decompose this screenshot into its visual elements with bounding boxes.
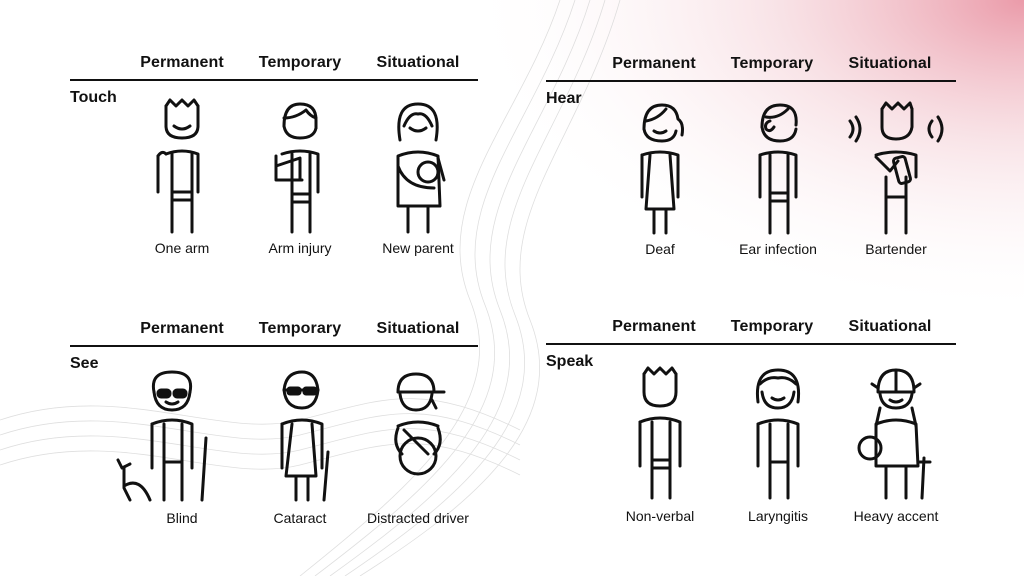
person-non-verbal-icon <box>600 362 720 502</box>
row-label-speak: Speak <box>546 353 594 370</box>
column-header-temporary: Temporary <box>258 320 342 337</box>
quadrant-see: Permanent Temporary Situational See Blin… <box>70 320 490 560</box>
caption-ear-infection: Ear infection <box>739 241 817 257</box>
person-deaf-icon <box>600 97 720 237</box>
caption-arm-injury: Arm injury <box>268 240 332 256</box>
quadrant-hear: Permanent Temporary Situational Hear Dea… <box>546 55 966 295</box>
column-header-temporary: Temporary <box>730 318 814 335</box>
header-rule <box>70 345 478 347</box>
caption-cataract: Cataract <box>273 510 327 526</box>
person-one-arm-icon <box>122 96 242 236</box>
caption-non-verbal: Non-verbal <box>625 508 695 524</box>
column-header-permanent: Permanent <box>140 320 224 337</box>
caption-bartender: Bartender <box>865 241 927 257</box>
caption-blind: Blind <box>166 510 198 526</box>
quadrant-touch: Permanent Temporary Situational Touch On… <box>70 54 490 294</box>
person-arm-sling-icon <box>240 96 360 236</box>
caption-distracted-driver: Distracted driver <box>367 510 469 526</box>
person-cataract-cane-icon <box>240 364 360 504</box>
person-holding-baby-icon <box>358 96 478 236</box>
person-ear-infection-icon <box>718 97 838 237</box>
person-bartender-noise-icon <box>836 97 956 237</box>
header-rule <box>546 80 956 82</box>
column-header-situational: Situational <box>376 320 460 337</box>
column-header-situational: Situational <box>848 318 932 335</box>
column-header-situational: Situational <box>848 55 932 72</box>
caption-heavy-accent: Heavy accent <box>853 508 939 524</box>
caption-one-arm: One arm <box>154 240 210 256</box>
row-label-see: See <box>70 355 99 372</box>
person-laryngitis-icon <box>718 362 838 502</box>
column-header-permanent: Permanent <box>612 318 696 335</box>
caption-laryngitis: Laryngitis <box>748 508 808 524</box>
row-label-touch: Touch <box>70 89 117 106</box>
column-header-permanent: Permanent <box>612 55 696 72</box>
column-header-temporary: Temporary <box>258 54 342 71</box>
header-rule <box>70 79 478 81</box>
person-blind-with-dog-icon <box>110 364 230 504</box>
quadrant-speak: Permanent Temporary Situational Speak No… <box>546 318 966 558</box>
column-header-situational: Situational <box>376 54 460 71</box>
column-header-temporary: Temporary <box>730 55 814 72</box>
caption-deaf: Deaf <box>645 241 675 257</box>
row-label-hear: Hear <box>546 90 582 107</box>
column-header-permanent: Permanent <box>140 54 224 71</box>
caption-new-parent: New parent <box>382 240 454 256</box>
header-rule <box>546 343 956 345</box>
person-distracted-driver-icon <box>358 364 478 504</box>
person-heavy-accent-icon <box>836 362 956 502</box>
